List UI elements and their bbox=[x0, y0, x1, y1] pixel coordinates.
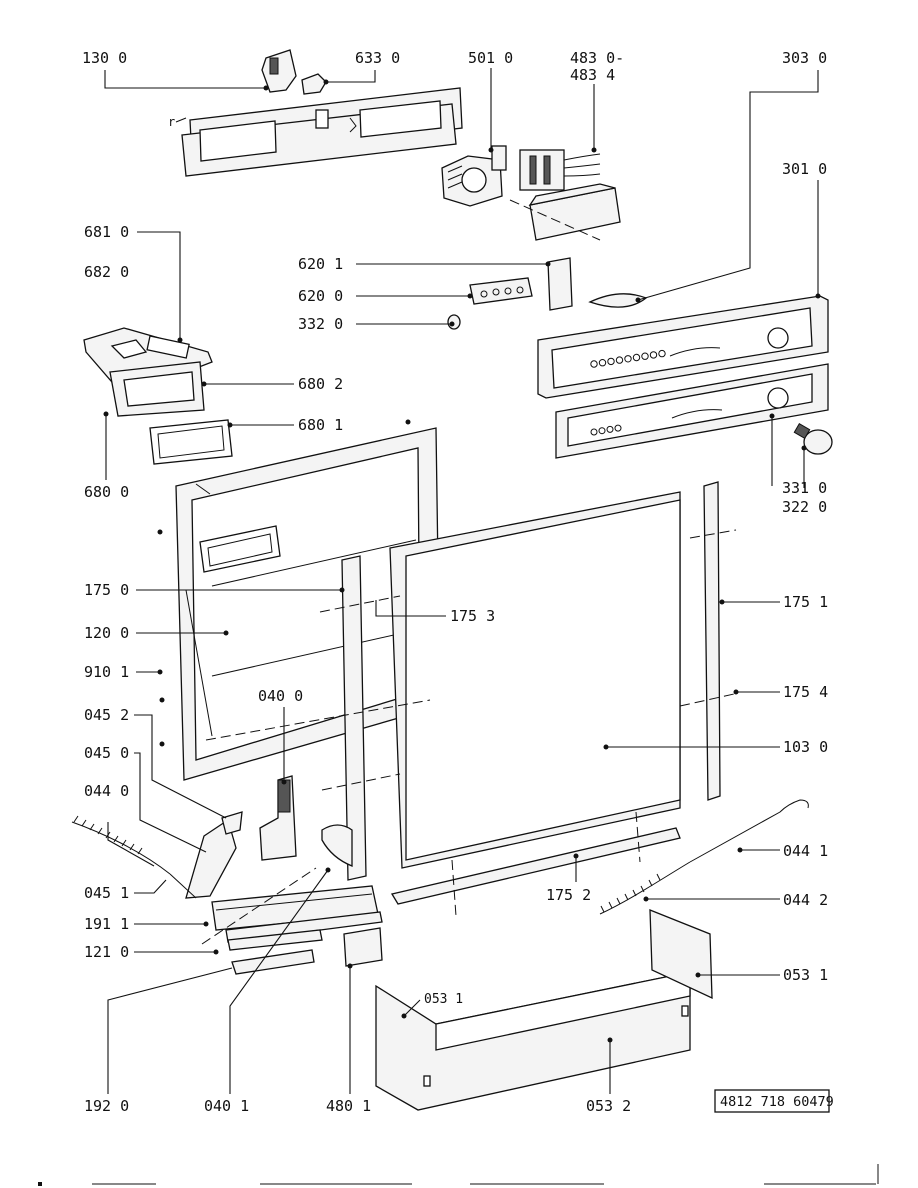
callout-620-0: 620 0 bbox=[298, 287, 343, 305]
panel-button-icon bbox=[590, 360, 598, 368]
callout-053-1-left: 053 1 bbox=[424, 992, 463, 1007]
callout-680-0: 680 0 bbox=[84, 483, 129, 501]
callout-175-1: 175 1 bbox=[783, 593, 828, 611]
callout-633-0: 633 0 bbox=[355, 49, 400, 67]
callout-044-1: 044 1 bbox=[783, 842, 828, 860]
connector-block-4830 bbox=[519, 149, 601, 191]
hinge-arm-0450 bbox=[185, 811, 243, 899]
callout-682-0: 682 0 bbox=[84, 263, 129, 281]
hinge-cover-0401 bbox=[321, 824, 353, 867]
callout-044-0: 044 0 bbox=[84, 782, 129, 800]
callout-053-2: 053 2 bbox=[586, 1097, 631, 1115]
doc-number-box bbox=[714, 1089, 830, 1113]
callout-040-0: 040 0 bbox=[258, 687, 303, 705]
lower-clip-1920 bbox=[231, 949, 315, 975]
callout-191-1: 191 1 bbox=[84, 915, 129, 933]
panel-button-icon bbox=[641, 352, 649, 360]
timer-bracket bbox=[509, 183, 621, 241]
panel-button-icon bbox=[615, 356, 624, 364]
callout-175-3: 175 3 bbox=[450, 607, 495, 625]
callout-322-0: 322 0 bbox=[782, 498, 827, 516]
callout-331-0: 331 0 bbox=[782, 479, 827, 497]
button-332 bbox=[447, 314, 461, 330]
door-bottom-strip-1752 bbox=[390, 827, 681, 905]
bracket-4801 bbox=[343, 927, 383, 967]
callout-labels: 130 0 633 0 501 0 483 0- 483 4 303 0 301… bbox=[82, 49, 828, 1115]
control-panel-inner-3220 bbox=[555, 363, 829, 459]
callout-332-0: 332 0 bbox=[298, 315, 343, 333]
callout-501-0: 501 0 bbox=[468, 49, 513, 67]
callout-910-1: 910 1 bbox=[84, 663, 129, 681]
spring-right-0442 bbox=[599, 861, 691, 915]
callout-480-1: 480 1 bbox=[326, 1097, 371, 1115]
dispenser-gasket-6801 bbox=[149, 419, 233, 465]
callout-303-0: 303 0 bbox=[782, 49, 827, 67]
callout-053-1-right: 053 1 bbox=[783, 966, 828, 984]
control-knob-3310 bbox=[793, 422, 833, 455]
callout-044-2: 044 2 bbox=[783, 891, 828, 909]
hinge-clip-6330 bbox=[301, 73, 327, 95]
callout-192-0: 192 0 bbox=[84, 1097, 129, 1115]
switch-block-6200 bbox=[469, 277, 533, 305]
top-mounting-bracket: r bbox=[168, 87, 463, 177]
lower-rail-1210 bbox=[225, 911, 383, 951]
callout-045-2: 045 2 bbox=[84, 706, 129, 724]
spring-rod-0441 bbox=[689, 799, 809, 863]
callout-680-1: 680 1 bbox=[298, 416, 343, 434]
panel-button-icon bbox=[658, 349, 666, 358]
panel-button-icon bbox=[624, 355, 632, 363]
outer-door-panel-1030 bbox=[389, 491, 681, 869]
callout-680-2: 680 2 bbox=[298, 375, 343, 393]
panel-button-icon bbox=[649, 351, 658, 359]
panel-button-icon bbox=[598, 427, 606, 435]
panel-button-icon bbox=[598, 359, 607, 367]
switch-bracket-6201 bbox=[547, 257, 573, 311]
callout-045-0: 045 0 bbox=[84, 744, 129, 762]
bracket-clip-1300 bbox=[261, 49, 297, 93]
callout-681-0: 681 0 bbox=[84, 223, 129, 241]
dispenser-unit-6810 bbox=[83, 327, 213, 417]
callout-175-2: 175 2 bbox=[546, 886, 591, 904]
callout-121-0: 121 0 bbox=[84, 943, 129, 961]
hinge-plate-0400 bbox=[259, 775, 297, 861]
svg-text:r: r bbox=[168, 115, 175, 129]
doc-number: 4812 718 60479 bbox=[720, 1094, 834, 1110]
panel-button-icon bbox=[607, 357, 615, 366]
door-side-strip-1750 bbox=[341, 555, 367, 881]
callout-130-0: 130 0 bbox=[82, 49, 127, 67]
callout-301-0: 301 0 bbox=[782, 160, 827, 178]
callout-483-4: 483 4 bbox=[570, 66, 615, 84]
callout-620-1: 620 1 bbox=[298, 255, 343, 273]
alignment-lines bbox=[205, 529, 737, 917]
leader-lines bbox=[104, 68, 819, 1094]
callout-175-0: 175 0 bbox=[84, 581, 129, 599]
control-panel-front-3030 bbox=[537, 295, 829, 399]
callout-483-0: 483 0- bbox=[570, 49, 624, 67]
door-side-strip-1751 bbox=[703, 481, 721, 801]
panel-button-icon bbox=[606, 425, 614, 433]
callout-120-0: 120 0 bbox=[84, 624, 129, 642]
panel-button-icon bbox=[590, 428, 598, 436]
leader-dots bbox=[103, 79, 821, 1043]
callout-040-1: 040 1 bbox=[204, 1097, 249, 1115]
footer-rules bbox=[38, 1164, 879, 1186]
callout-103-0: 103 0 bbox=[783, 738, 828, 756]
callout-175-4: 175 4 bbox=[783, 683, 828, 701]
panel-button-icon bbox=[632, 353, 641, 362]
timer-motor-5010 bbox=[441, 145, 507, 207]
callout-045-1: 045 1 bbox=[84, 884, 129, 902]
panel-button-icon bbox=[614, 424, 622, 432]
kickplate-0532 bbox=[375, 971, 691, 1111]
